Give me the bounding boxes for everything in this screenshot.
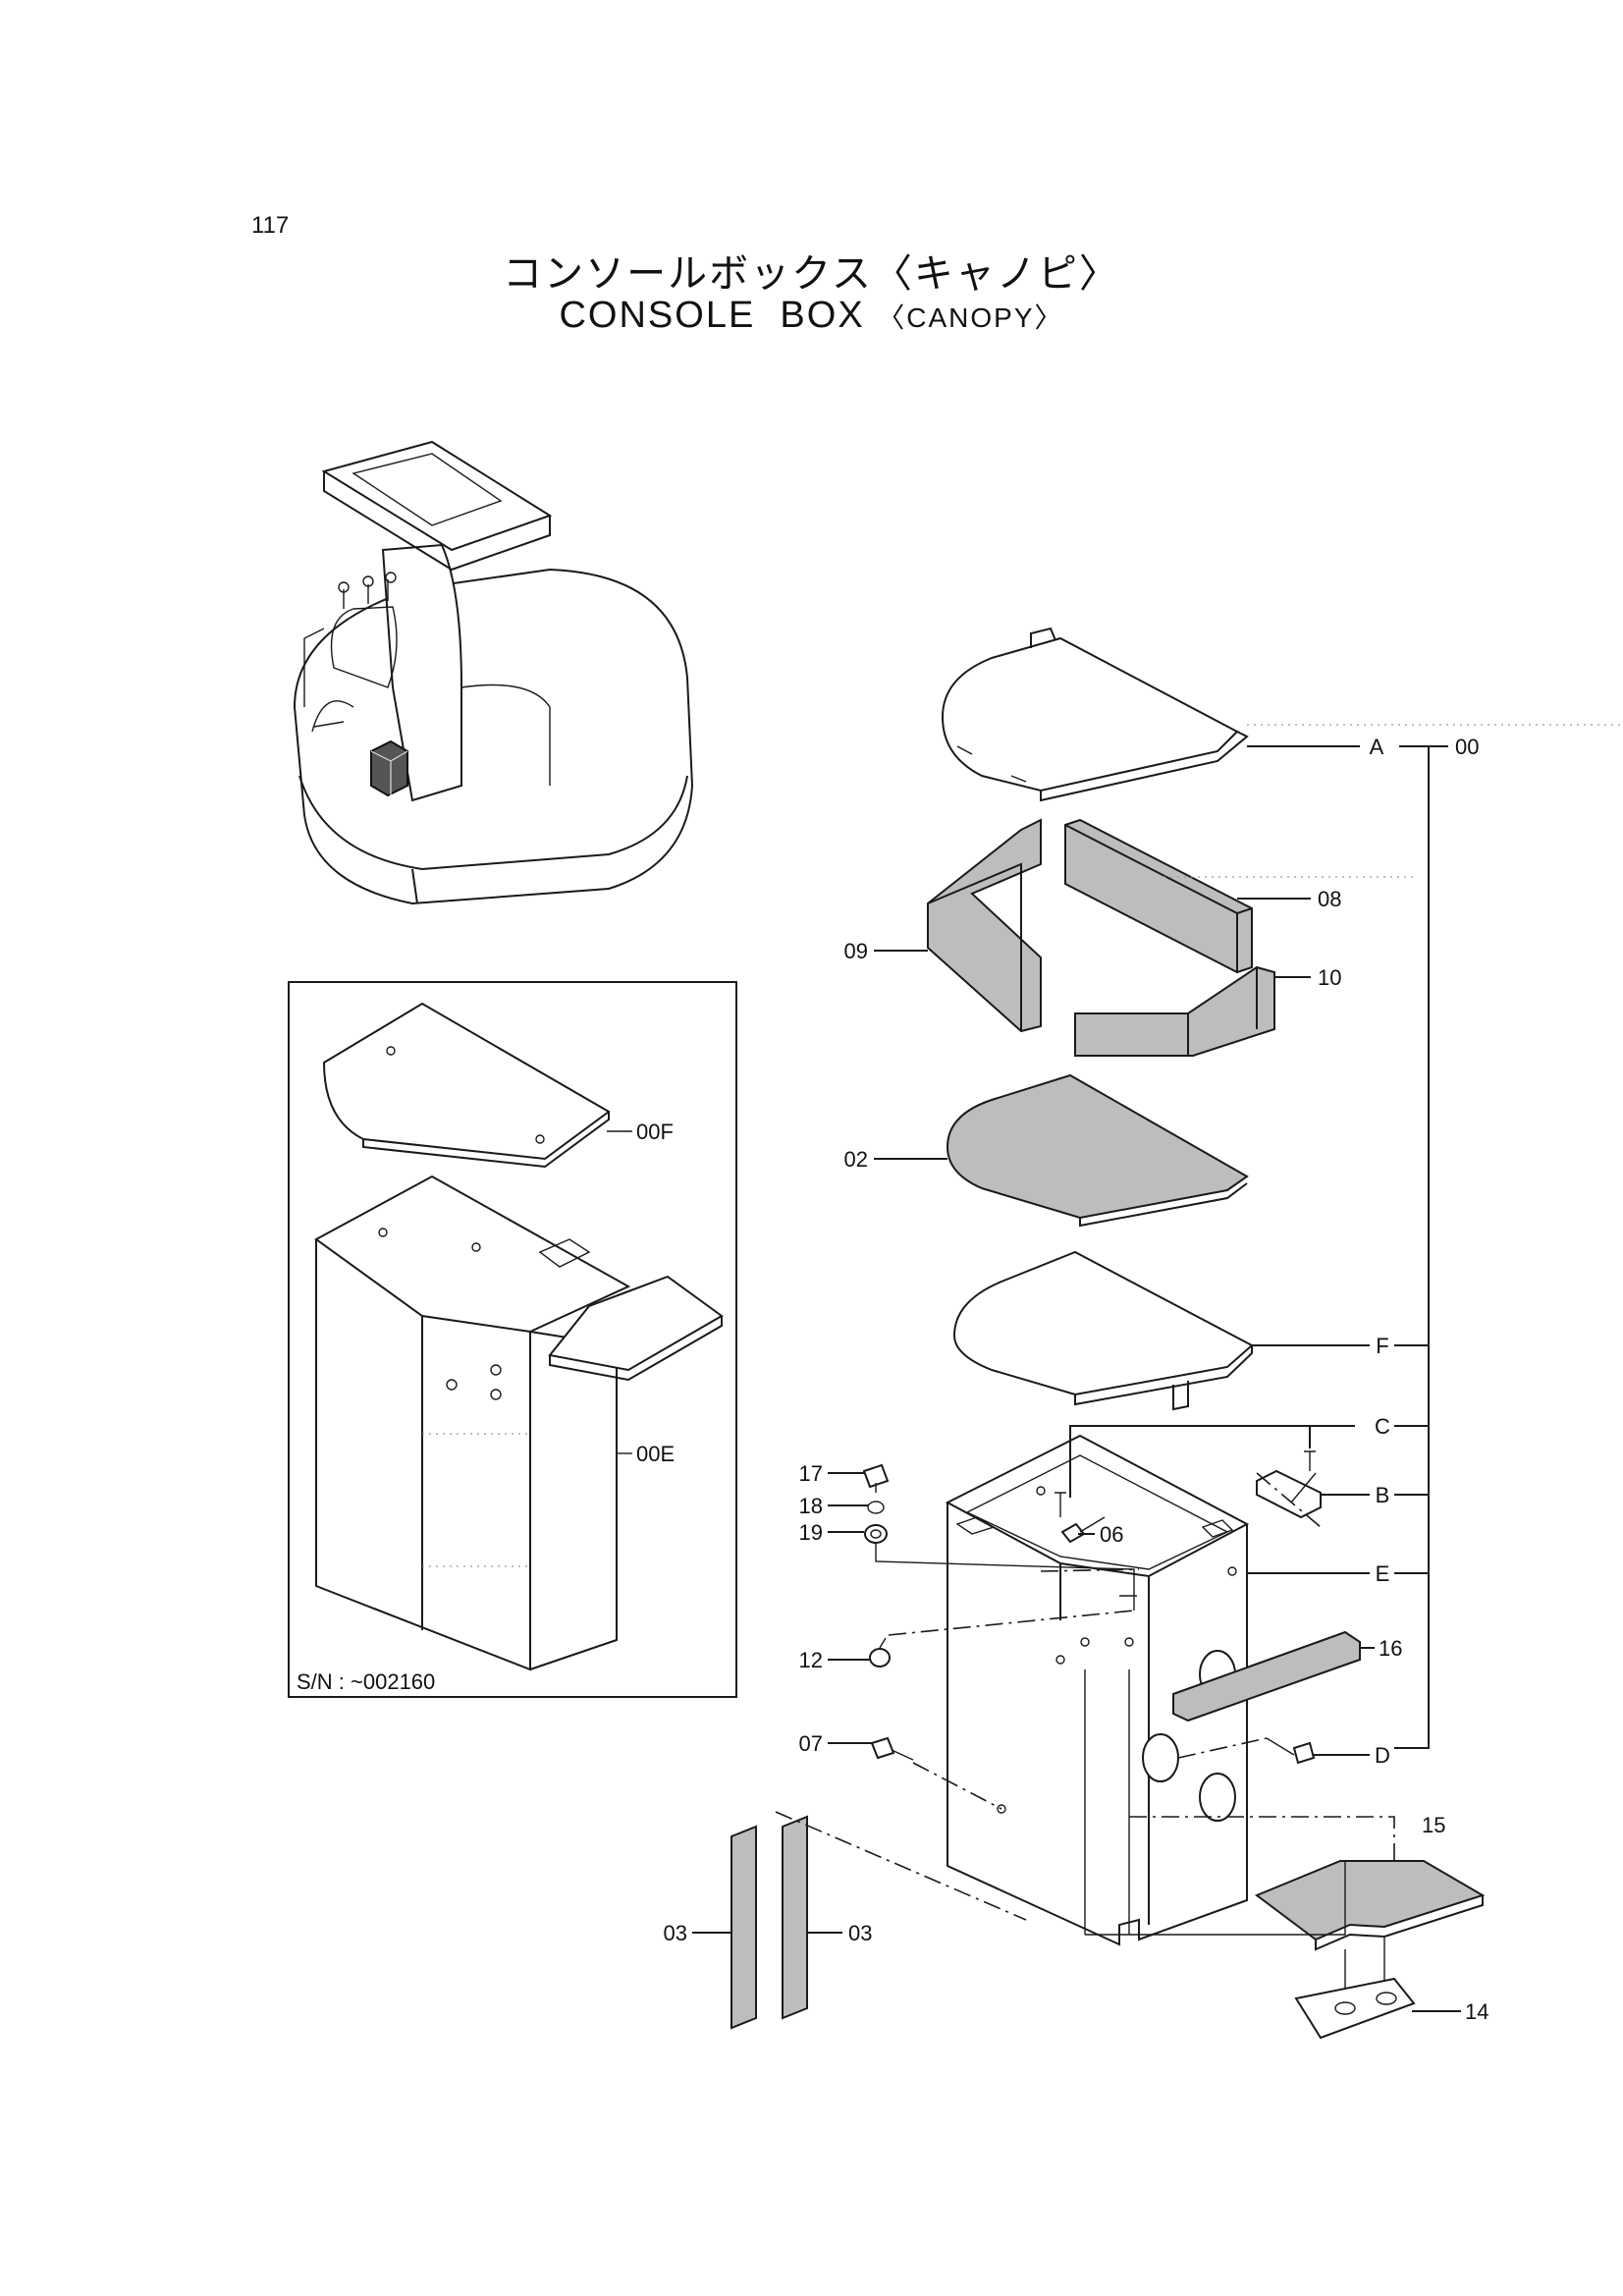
callout-10: 10 <box>1318 965 1341 990</box>
page-number: 117 <box>251 212 290 239</box>
part-07-bolt <box>870 1736 1002 1810</box>
serial-number-note: S/N : ~002160 <box>297 1669 435 1694</box>
part-B-bracket <box>1256 1469 1322 1528</box>
callout-F: F <box>1376 1334 1388 1358</box>
inset-box-00E <box>314 1175 724 1671</box>
callout-00: 00 <box>1455 735 1479 759</box>
part-14-bracket <box>1294 1977 1416 2040</box>
title-english-main: CONSOLE BOX <box>559 295 865 336</box>
callout-B: B <box>1376 1483 1390 1507</box>
part-15-plate <box>1085 1816 1486 2008</box>
callout-17: 17 <box>799 1461 823 1486</box>
leader-lines <box>692 724 1623 2012</box>
parts-17-18-19 <box>862 1463 1140 1611</box>
callout-00E: 00E <box>636 1442 675 1466</box>
callout-15: 15 <box>1422 1813 1445 1837</box>
callout-C: C <box>1375 1414 1390 1439</box>
part-08-foam-strip <box>1064 818 1253 974</box>
callout-14: 14 <box>1465 1999 1488 2024</box>
callout-03-right: 03 <box>848 1921 872 1945</box>
callout-labels: A 00 08 09 10 02 F C B E 16 D 06 17 18 1… <box>297 735 1488 2024</box>
callout-E: E <box>1376 1561 1390 1586</box>
part-F-plate <box>952 1250 1254 1411</box>
callout-00F: 00F <box>636 1120 674 1144</box>
serial-inset-box <box>288 981 737 1698</box>
callout-A: A <box>1370 735 1384 759</box>
highlighted-console-box <box>370 739 408 797</box>
inset-cover-00F <box>322 1002 611 1161</box>
part-D-bolt <box>1177 1737 1316 1765</box>
callout-16: 16 <box>1379 1636 1402 1661</box>
callout-12: 12 <box>799 1648 823 1672</box>
part-02-foam-plate <box>946 1073 1249 1228</box>
callout-03-left: 03 <box>664 1921 687 1945</box>
page-title-english: CONSOLE BOX 〈CANOPY〉 <box>0 295 1623 337</box>
part-A-cover <box>941 627 1249 802</box>
page-title-japanese: コンソールボックス〈キャノピ〉 <box>503 251 1120 297</box>
part-10-foam-strip <box>1074 965 1275 1057</box>
callout-D: D <box>1375 1743 1390 1768</box>
part-C-screws <box>1055 1450 1316 1517</box>
callout-18: 18 <box>799 1494 823 1518</box>
callout-06: 06 <box>1100 1522 1123 1547</box>
callout-19: 19 <box>799 1520 823 1545</box>
part-16-foam-bar <box>1172 1630 1361 1722</box>
callout-07: 07 <box>799 1731 823 1756</box>
title-english-sub: 〈CANOPY〉 <box>877 302 1064 333</box>
callout-02: 02 <box>844 1147 868 1172</box>
part-12-plug <box>869 1610 1135 1667</box>
callout-09: 09 <box>844 939 868 963</box>
machine-overview-illustration <box>293 440 694 905</box>
part-09-foam-strip <box>927 818 1042 1033</box>
parts-03-foam-strips <box>730 1811 1027 2030</box>
callout-08: 08 <box>1318 887 1341 911</box>
